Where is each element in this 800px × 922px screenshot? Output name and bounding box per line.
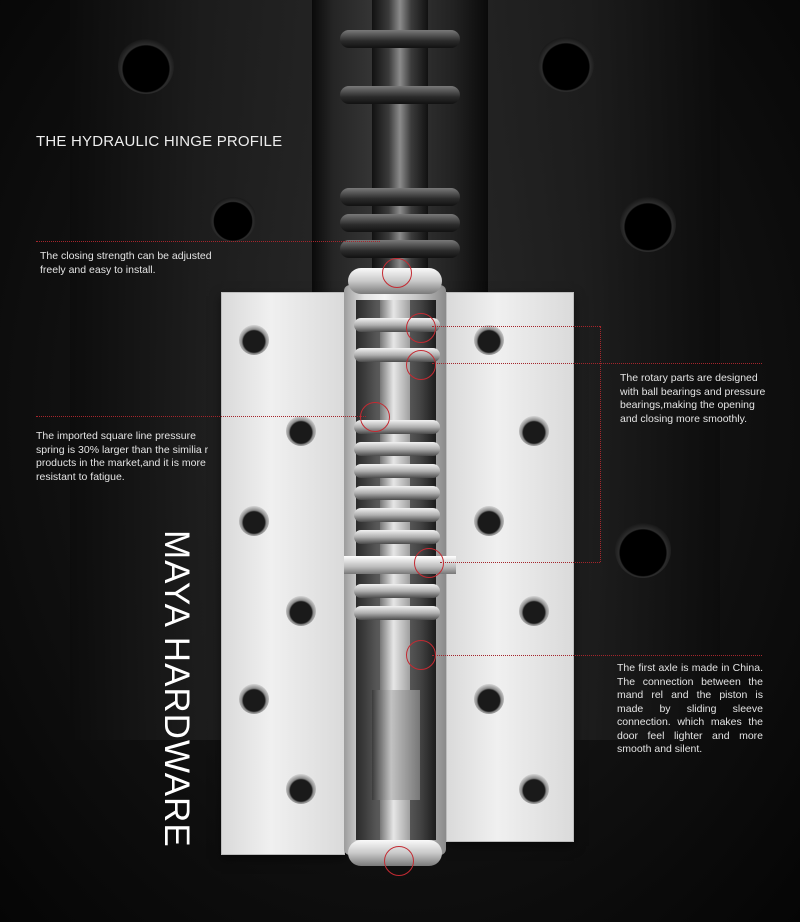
spring-coil	[354, 584, 440, 598]
screw-hole	[286, 596, 316, 626]
screw-hole	[519, 774, 549, 804]
spring-coil	[354, 508, 440, 522]
callout-line-rotary	[432, 326, 600, 327]
callout-bracket-rotary	[600, 326, 601, 562]
brand-text: MAYA HARDWARE	[157, 530, 196, 848]
screw-hole	[239, 325, 269, 355]
screw-hole	[239, 506, 269, 536]
callout-ring-spring	[360, 402, 390, 432]
right-hinge-leaf	[446, 292, 574, 842]
screw-hole	[474, 325, 504, 355]
screw-hole	[474, 684, 504, 714]
callout-spring: The imported square line pressure spring…	[36, 430, 209, 483]
screw-hole	[239, 684, 269, 714]
left-hinge-leaf	[221, 292, 345, 855]
background-screw-hole	[615, 522, 671, 578]
callout-ring-bearing-top	[406, 313, 436, 343]
page-title: THE HYDRAULIC HINGE PROFILE	[36, 133, 283, 150]
upper-coil	[340, 240, 460, 258]
callout-line-closing	[36, 241, 380, 242]
spring-coil	[354, 486, 440, 500]
callout-line-rotary	[440, 562, 600, 563]
callout-line-axle	[432, 655, 762, 656]
brand-label: MAYA HARDWARE	[157, 530, 198, 860]
background-screw-hole	[210, 196, 256, 242]
callout-line-rotary	[432, 363, 762, 364]
spring-coil	[354, 442, 440, 456]
spring-coil	[354, 530, 440, 544]
background-screw-hole	[118, 38, 174, 94]
callout-ring-closing	[382, 258, 412, 288]
screw-hole	[286, 416, 316, 446]
upper-coil	[340, 214, 460, 232]
spring-coil	[354, 606, 440, 620]
upper-coil	[340, 30, 460, 48]
callout-rotary: The rotary parts are designed with ball …	[620, 372, 766, 425]
callout-closing-strength: The closing strength can be adjusted fre…	[40, 250, 212, 276]
upper-coil	[340, 86, 460, 104]
callout-ring-bottom	[384, 846, 414, 876]
screw-hole	[474, 506, 504, 536]
callout-line-spring	[36, 416, 366, 417]
callout-ring-bearing-bottom	[406, 350, 436, 380]
callout-ring-joint	[414, 548, 444, 578]
piston	[372, 690, 420, 800]
spring-coil	[354, 464, 440, 478]
screw-hole	[286, 774, 316, 804]
screw-hole	[519, 596, 549, 626]
callout-axle: The first axle is made in China. The con…	[617, 662, 763, 755]
screw-hole	[519, 416, 549, 446]
background-screw-hole	[620, 196, 676, 252]
upper-coil	[340, 188, 460, 206]
background-screw-hole	[538, 36, 594, 92]
